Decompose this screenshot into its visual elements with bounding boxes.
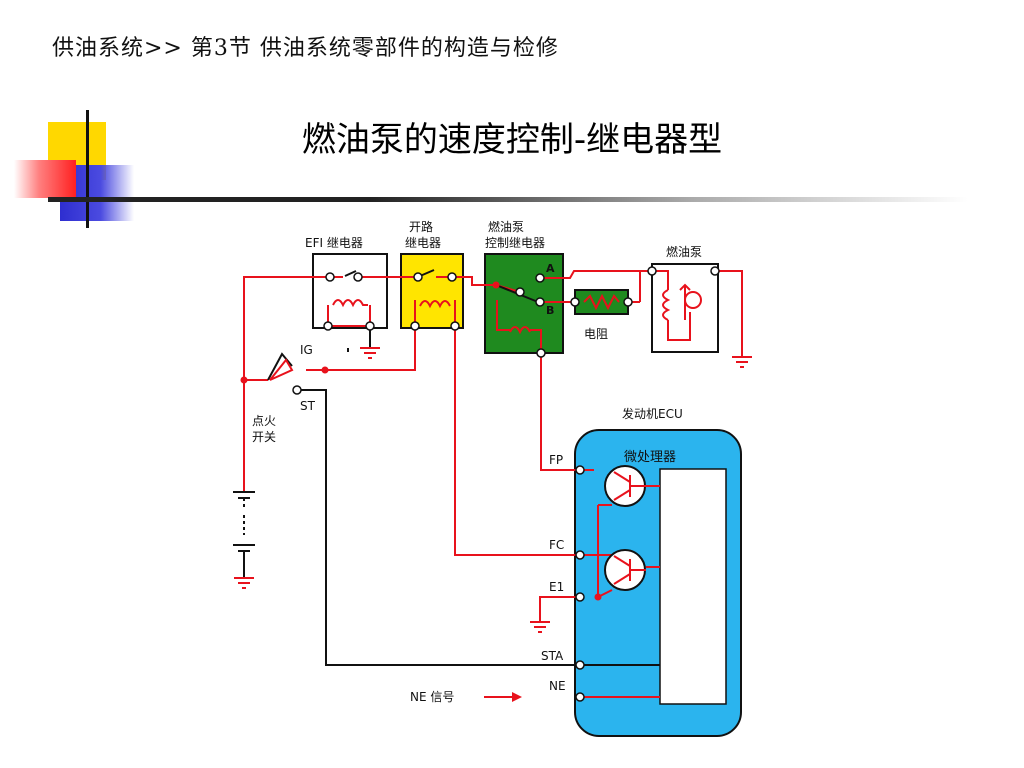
pump-motor-coil — [662, 289, 671, 321]
resistor-label: 电阻 — [584, 327, 608, 341]
page-title: 燃油泵的速度控制-继电器型 — [301, 120, 723, 160]
ground-efi — [360, 347, 380, 359]
microprocessor-box — [659, 468, 727, 705]
st-wire — [297, 389, 660, 666]
opening-relay-coil — [419, 300, 451, 309]
deco-vertical-bar — [86, 110, 89, 228]
circuit-opening-relay-box — [400, 253, 464, 329]
microprocessor-label: 微处理器 — [624, 450, 676, 465]
ne-pin-label: NE — [549, 679, 566, 693]
e1-pin-label: E1 — [549, 580, 564, 594]
ignition-switch-label-1: 点火 — [252, 414, 276, 428]
ground-battery — [234, 577, 254, 589]
opening-relay-label-2: 继电器 — [405, 236, 441, 250]
battery-plus-wire — [243, 276, 330, 380]
fc-pin-label: FC — [549, 538, 564, 552]
efi-relay-label: EFI 继电器 — [305, 236, 363, 250]
fuel-pump-label: 燃油泵 — [666, 244, 702, 259]
opening-relay-label-1: 开路 — [409, 219, 433, 234]
pump-control-coil — [509, 326, 531, 335]
ecu-label: 发动机ECU — [622, 406, 683, 421]
battery-symbol — [233, 491, 255, 578]
ignition-switch-label-2: 开关 — [252, 430, 276, 444]
efi-relay-coil — [332, 299, 368, 308]
breadcrumb: 供油系统>> 第3节 供油系统零部件的构造与检修 — [52, 36, 559, 61]
resistor-symbol — [583, 293, 620, 311]
title-rule — [48, 197, 968, 202]
terminal-b-label: B — [546, 304, 554, 317]
ground-e1 — [530, 621, 550, 633]
efi-relay-box — [312, 253, 388, 329]
terminal-a-label: A — [546, 262, 555, 275]
ignition-switch-symbol — [269, 358, 294, 381]
ig-label: IG — [300, 343, 313, 357]
sta-pin-label: STA — [541, 649, 564, 663]
ground-pump — [732, 356, 752, 368]
st-label: ST — [300, 399, 316, 413]
pump-control-relay-label-2: 控制继电器 — [485, 236, 545, 250]
fp-pin-label: FP — [549, 453, 563, 467]
ne-signal-label: NE 信号 — [410, 690, 454, 704]
pump-control-relay-label-1: 燃油泵 — [488, 219, 524, 234]
ne-signal-arrow — [484, 692, 522, 702]
resistor-box — [574, 289, 629, 315]
deco-red-square — [14, 160, 76, 198]
